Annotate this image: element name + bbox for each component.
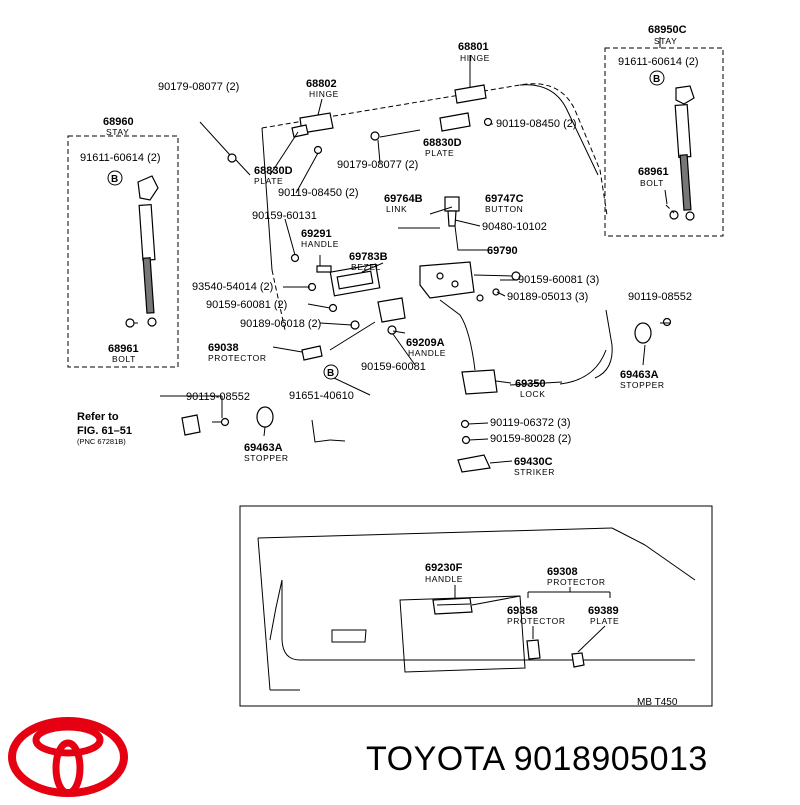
name-69308: PROTECTOR <box>547 577 606 587</box>
label-69463A-right: 69463A <box>620 369 659 381</box>
name-69430C: STRIKER <box>514 467 555 477</box>
refer-line-3: (PNC 67281B) <box>77 437 126 446</box>
label-69463A-left: 69463A <box>244 442 283 454</box>
label-90189-06018: 90189-06018 (2) <box>240 318 321 330</box>
label-90179-08077-b: 90179-08077 (2) <box>337 159 418 171</box>
name-69463A-left: STOPPER <box>244 453 289 463</box>
label-69430C: 69430C <box>514 456 553 468</box>
refer-line-2: FIG. 61–51 <box>77 425 132 437</box>
label-90189-05013: 90189-05013 (3) <box>507 291 588 303</box>
label-90119-08552-right: 90119-08552 <box>628 291 692 303</box>
name-69291: HANDLE <box>301 239 339 249</box>
label-69308: 69308 <box>547 566 578 578</box>
label-90119-08552-left: 90119-08552 <box>186 391 250 403</box>
label-69764B: 69764B <box>384 193 423 205</box>
toyota-logo <box>8 717 128 797</box>
name-69764B: LINK <box>386 204 407 214</box>
label-68960: 68960 <box>103 116 134 128</box>
name-69389: PLATE <box>590 616 619 626</box>
hinge-illustrations <box>199 84 493 176</box>
label-69209A: 69209A <box>406 337 445 349</box>
label-90159-80028: 90159-80028 (2) <box>490 433 571 445</box>
name-68960: STAY <box>106 127 129 137</box>
name-69463A-right: STOPPER <box>620 380 665 390</box>
refer-line-1: Refer to <box>77 411 119 423</box>
stay-left-box <box>67 135 179 368</box>
stopper-striker-illustrations <box>181 317 672 473</box>
label-91611-60614-left: 91611-60614 (2) <box>80 152 161 164</box>
label-93540-54014: 93540-54014 (2) <box>192 281 273 293</box>
name-68830D-a: PLATE <box>425 148 454 158</box>
label-90159-60081: 90159-60081 <box>361 361 426 373</box>
label-68950C: 68950C <box>648 24 687 36</box>
label-90159-60081-2: 90159-60081 (2) <box>206 299 287 311</box>
label-91611-60614-right: 91611-60614 (2) <box>618 56 699 68</box>
label-68830D-a: 68830D <box>423 137 462 149</box>
label-69038: 69038 <box>208 342 239 354</box>
label-90119-06372: 90119-06372 (3) <box>490 417 571 429</box>
label-68961-left: 68961 <box>108 343 139 355</box>
name-69209A: HANDLE <box>408 348 446 358</box>
label-69389: 69389 <box>588 605 619 617</box>
bolt-symbols: B B B <box>107 70 665 380</box>
label-69783B: 69783B <box>349 251 388 263</box>
brand-caption: TOYOTA 9018905013 <box>366 740 708 778</box>
inset-diagram: 69230F HANDLE 69308 PROTECTOR 69358 PROT… <box>239 505 713 708</box>
name-68802: HINGE <box>309 89 339 99</box>
label-69747C: 69747C <box>485 193 524 205</box>
label-68802: 68802 <box>306 78 337 90</box>
name-68950C: STAY <box>654 36 677 46</box>
label-90179-08077-a: 90179-08077 (2) <box>158 81 239 93</box>
label-90480-10102: 90480-10102 <box>482 221 547 233</box>
label-68830D-b: 68830D <box>254 165 293 177</box>
name-69747C: BUTTON <box>485 204 523 214</box>
label-69350: 69350 <box>515 378 546 390</box>
name-68801: HINGE <box>460 53 490 63</box>
name-68961-right: BOLT <box>640 178 664 188</box>
label-69230F: 69230F <box>425 562 463 574</box>
name-69038: PROTECTOR <box>208 353 267 363</box>
label-90119-08450-a: 90119-08450 (2) <box>496 118 577 130</box>
label-91651-40610: 91651-40610 <box>289 390 354 402</box>
footer-code: MB T450 <box>637 697 678 708</box>
label-90159-60081-3: 90159-60081 (3) <box>518 274 599 286</box>
name-69358: PROTECTOR <box>507 616 566 626</box>
label-90119-08450-b: 90119-08450 (2) <box>278 187 359 199</box>
label-69790: 69790 <box>487 245 518 257</box>
label-69291: 69291 <box>301 228 332 240</box>
part-labels: 68950C STAY 91611-60614 (2) 68801 HINGE … <box>77 24 699 477</box>
label-68801: 68801 <box>458 41 489 53</box>
name-69783B: BEZEL <box>351 262 381 272</box>
bolt-symbol-center: B <box>327 368 334 379</box>
stay-right-box <box>604 47 724 237</box>
leader-lines <box>160 37 668 464</box>
label-69358: 69358 <box>507 605 538 617</box>
name-68961-left: BOLT <box>112 354 136 364</box>
name-68830D-b: PLATE <box>254 176 283 186</box>
stay-right-illustration <box>665 85 695 221</box>
bolt-symbol-right: B <box>653 74 660 85</box>
name-69350: LOCK <box>520 389 546 399</box>
bolt-symbol-left: B <box>111 174 118 185</box>
label-90159-60131: 90159-60131 <box>252 210 317 222</box>
name-69230F: HANDLE <box>425 574 463 584</box>
stay-left-illustration <box>125 175 159 328</box>
label-68961-right: 68961 <box>638 166 669 178</box>
lock-mechanism-illustration <box>290 196 521 395</box>
back-door-outline <box>261 83 613 443</box>
